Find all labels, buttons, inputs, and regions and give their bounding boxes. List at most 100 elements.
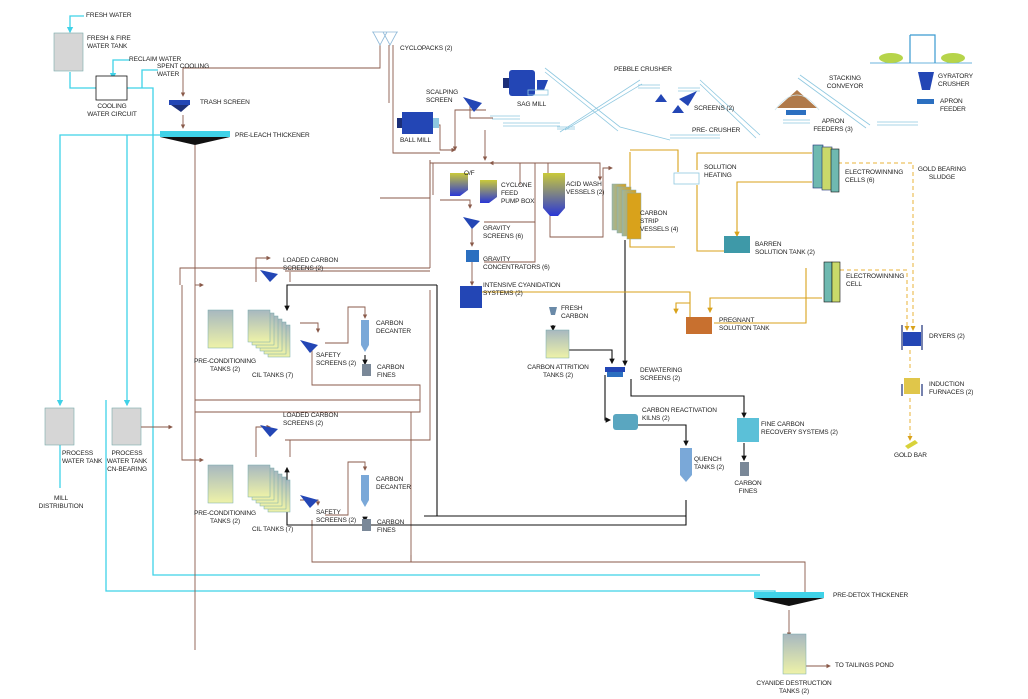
label-process-water-tank: PROCESS WATER TANK [62, 450, 103, 465]
label-acid-wash-vessels: ACID WASH VESSELS (2) [566, 181, 605, 196]
screens [679, 91, 697, 106]
label-cil-tanks-2: CIL TANKS (7) [252, 526, 294, 533]
label-dewatering-screens: DEWATERING SCREENS (2) [640, 367, 683, 382]
label-carbon-reactivation-kilns: CARBON REACTIVATION KILNS (2) [642, 407, 717, 422]
label-preconditioning-tanks-1: PRE-CONDITIONING TANKS (2) [194, 358, 256, 373]
label-fine-carbon-recovery: FINE CARBON RECOVERY SYSTEMS (2) [761, 421, 838, 436]
solution-lines [482, 149, 822, 324]
scalping-screen [463, 97, 482, 112]
carbon-attrition-tanks [545, 329, 570, 359]
label-pregnant-solution-tank: PREGNANT SOLUTION TANK [719, 317, 770, 332]
conveyors [490, 67, 918, 141]
label-gyratory-crusher: GYRATORY CRUSHER [938, 73, 973, 88]
label-dryers: DRYERS (2) [929, 333, 965, 340]
cyanide-destruction-tanks [782, 633, 807, 675]
label-cil-tanks-1: CIL TANKS (7) [252, 372, 294, 379]
pre-detox-thickener [754, 592, 824, 606]
label-solution-heating: SOLUTION HEATING [704, 164, 737, 179]
fine-carbon-recovery [737, 418, 759, 442]
label-gold-bearing-sludge: GOLD BEARING SLUDGE [917, 166, 967, 181]
cil-train-2 [207, 425, 371, 531]
label-fresh-water: FRESH WATER [86, 12, 132, 19]
label-electrowinning-cell: ELECTROWINNING CELL [846, 273, 905, 288]
label-gravity-screens: GRAVITY SCREENS (6) [483, 225, 524, 240]
label-safety-screens-2: SAFETY SCREENS (2) [316, 509, 357, 524]
label-apron-feeder: APRON FEEDER [940, 98, 966, 113]
label-sag-mill: SAG MILL [517, 101, 547, 108]
of-tank [450, 173, 468, 196]
slurry-lines [179, 45, 831, 669]
fresh-fire-water-tank [53, 32, 84, 72]
dryers [901, 325, 923, 350]
trash-screen [169, 100, 190, 112]
label-loaded-carbon-screens-1: LOADED CARBON SCREENS (2) [283, 257, 339, 272]
label-screens: SCREENS (2) [694, 105, 735, 112]
gravity-screens [463, 217, 480, 229]
label-process-water-tank-cn: PROCESS WATER TANK CN-BEARING [106, 450, 148, 473]
label-carbon-strip-vessels: CARBON STRIP VESSELS (4) [640, 210, 679, 233]
label-carbon-attrition-tanks: CARBON ATTRITION TANKS (2) [527, 364, 589, 379]
label-gravity-concentrators: GRAVITY CONCENTRATORS (6) [483, 256, 550, 271]
process-water-tank-cn [111, 407, 142, 446]
label-pebble-crusher: PEBBLE CRUSHER [614, 66, 672, 73]
label-carbon-fines-2: CARBON FINES [377, 519, 405, 534]
label-spent-cooling-water: SPENT COOLING WATER [157, 63, 210, 78]
cyclone-feed-pump-box [480, 180, 497, 203]
label-cyanide-destruction-tanks: CYANIDE DESTRUCTION TANKS (2) [756, 680, 832, 695]
ball-mill [397, 112, 439, 134]
carbon-fines-bin [740, 462, 749, 476]
label-ball-mill: BALL MILL [400, 137, 432, 144]
pebble-crusher [655, 94, 684, 113]
dewatering-screens [605, 367, 625, 377]
fresh-carbon-hopper [549, 307, 557, 315]
label-carbon-decanter-2: CARBON DECANTER [376, 476, 411, 491]
label-of: O/F [464, 170, 475, 177]
label-induction-furnaces: INDUCTION FURNACES (2) [929, 381, 974, 396]
label-loaded-carbon-screens-2: LOADED CARBON SCREENS (2) [283, 412, 339, 427]
water-lines [56, 15, 779, 602]
stockpile-apron-feeders [774, 90, 820, 115]
process-water-tank [44, 407, 75, 446]
label-apron-feeders: APRON FEEDERS (3) [813, 118, 853, 133]
label-stacking-conveyor: STACKING CONVEYOR [826, 75, 864, 90]
carbon-strip-vessels [611, 183, 642, 240]
cil-train-1 [207, 270, 371, 376]
pre-leach-thickener [160, 131, 230, 145]
label-carbon-fines-1: CARBON FINES [377, 364, 405, 379]
electrowinning-cell [823, 261, 841, 303]
label-pre-leach-thickener: PRE-LEACH THICKENER [235, 132, 310, 139]
quench-tanks [680, 448, 692, 482]
carbon-reactivation-kilns [613, 414, 638, 430]
label-fresh-fire-water-tank: FRESH & FIRE WATER TANK [87, 35, 131, 50]
label-fresh-carbon: FRESH CARBON [561, 305, 589, 320]
label-cooling-water-circuit: COOLING WATER CIRCUIT [87, 103, 137, 118]
label-carbon-fines: CARBON FINES [734, 480, 762, 495]
label-pre-detox-thickener: PRE-DETOX THICKENER [833, 592, 909, 599]
gravity-concentrators [466, 250, 479, 262]
label-scalping-screen: SCALPING SCREEN [426, 89, 459, 104]
label-to-tailings-pond: TO TAILINGS POND [835, 662, 894, 669]
acid-wash-vessels [543, 173, 565, 216]
label-barren-solution-tank: BARREN SOLUTION TANK (2) [755, 241, 815, 256]
barren-solution-tank [724, 236, 750, 253]
label-gold-bar: GOLD BAR [894, 452, 927, 459]
label-intensive-cyanidation: INTENSIVE CYANIDATION SYSTEMS (2) [483, 282, 561, 297]
label-safety-screens-1: SAFETY SCREENS (2) [316, 352, 357, 367]
cooling-water-circuit [95, 75, 128, 101]
label-carbon-decanter-1: CARBON DECANTER [376, 320, 411, 335]
intensive-cyanidation-systems [460, 286, 482, 308]
gold-bar [905, 440, 918, 449]
pregnant-solution-tank [686, 317, 712, 334]
label-trash-screen: TRASH SCREEN [200, 99, 250, 106]
label-electrowinning-cells: ELECTROWINNING CELLS (6) [845, 169, 904, 184]
solution-heating [673, 172, 700, 185]
gold-sludge-lines [838, 162, 916, 441]
sag-mill [503, 70, 549, 96]
induction-furnaces [901, 378, 923, 396]
label-reclaim-water: RECLAIM WATER [129, 56, 182, 63]
label-cyclopacks: CYCLOPACKS (2) [400, 45, 453, 52]
gyratory-crusher [870, 34, 972, 104]
electrowinning-cells [812, 144, 840, 193]
label-cyclone-feed-pump-box: CYCLONE FEED PUMP BOX [501, 182, 535, 205]
